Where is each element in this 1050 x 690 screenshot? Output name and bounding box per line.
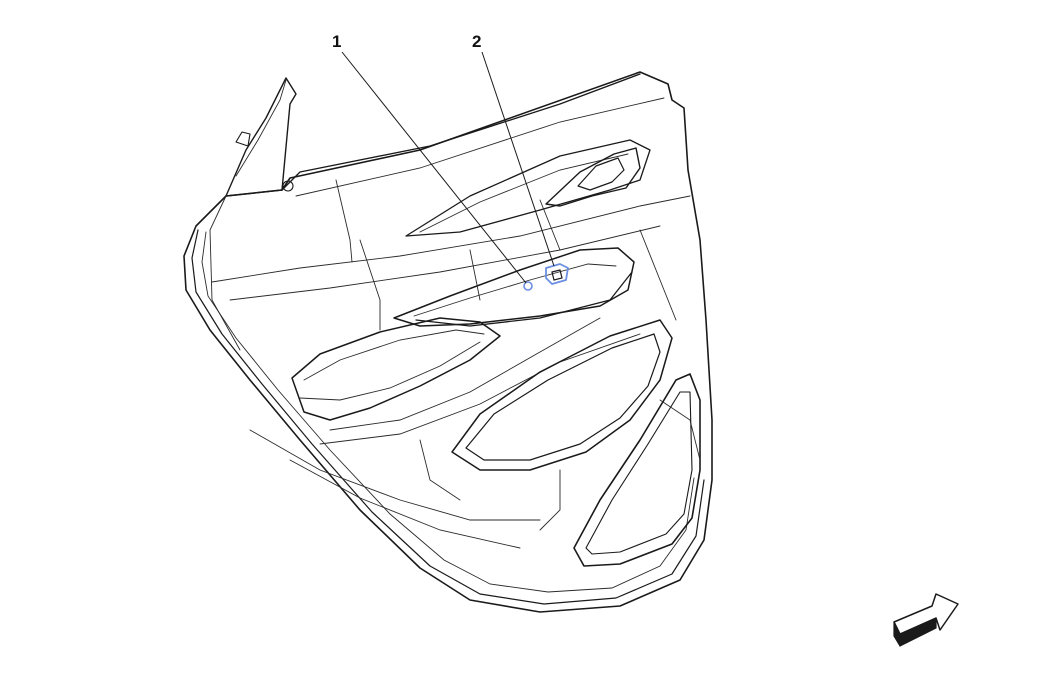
panel-top-inner <box>295 97 665 197</box>
panel-contour-8 <box>539 199 561 251</box>
arrow-right-3d-icon <box>893 593 959 647</box>
callout-2-label: 2 <box>472 32 481 51</box>
door-handle-recess <box>545 147 641 207</box>
panel-contour-4 <box>289 459 521 549</box>
armrest-switch-pod <box>393 247 635 327</box>
map-pocket-inner <box>585 391 693 555</box>
front-flange <box>225 77 297 197</box>
part-2-switch-inner <box>551 269 563 281</box>
panel-top-edge <box>281 73 641 191</box>
callout-1-label: 1 <box>332 32 341 51</box>
front-clip <box>235 131 251 147</box>
armrest-sweep <box>415 271 633 327</box>
panel-contour-2 <box>335 179 353 263</box>
armrest-pod-inner <box>413 263 617 317</box>
lower-pocket-surround <box>451 319 673 471</box>
upper-trim-strip <box>405 139 651 237</box>
panel-contour-1 <box>359 239 381 331</box>
arrow-bottom-face <box>899 617 937 647</box>
callout-1-leader <box>341 51 527 284</box>
panel-contour-3 <box>249 429 541 521</box>
panel-contour-9 <box>469 249 481 301</box>
map-pocket <box>573 373 701 567</box>
panel-rim-line-3 <box>209 195 241 351</box>
armrest-sweep-3 <box>319 333 641 445</box>
panel-rim-line <box>191 229 705 605</box>
panel-contour-6 <box>659 399 701 461</box>
part-2-switch <box>545 263 569 285</box>
door-handle-lever <box>577 157 625 191</box>
callout-leaders <box>341 51 555 284</box>
panel-contour-5 <box>419 439 461 501</box>
callout-2-leader <box>481 51 555 267</box>
armrest-sweep-2 <box>329 317 601 431</box>
panel-outer-shell <box>183 71 713 613</box>
armrest-body-lower <box>299 341 481 401</box>
front-flange-edge <box>235 79 287 177</box>
panel-contour-10 <box>539 469 561 531</box>
part-1-marker <box>523 281 533 291</box>
door-trim-panel <box>183 71 713 613</box>
panel-rim-line-2 <box>201 231 695 593</box>
upper-trim-inner <box>419 153 629 233</box>
panel-contour-7 <box>639 229 677 321</box>
panel-belt-line-2 <box>229 225 661 301</box>
panel-belt-line <box>211 195 691 283</box>
lower-pocket-inner <box>465 333 661 461</box>
armrest-body-inner <box>303 329 485 381</box>
front-fastener <box>282 180 294 192</box>
armrest-body <box>291 317 501 421</box>
